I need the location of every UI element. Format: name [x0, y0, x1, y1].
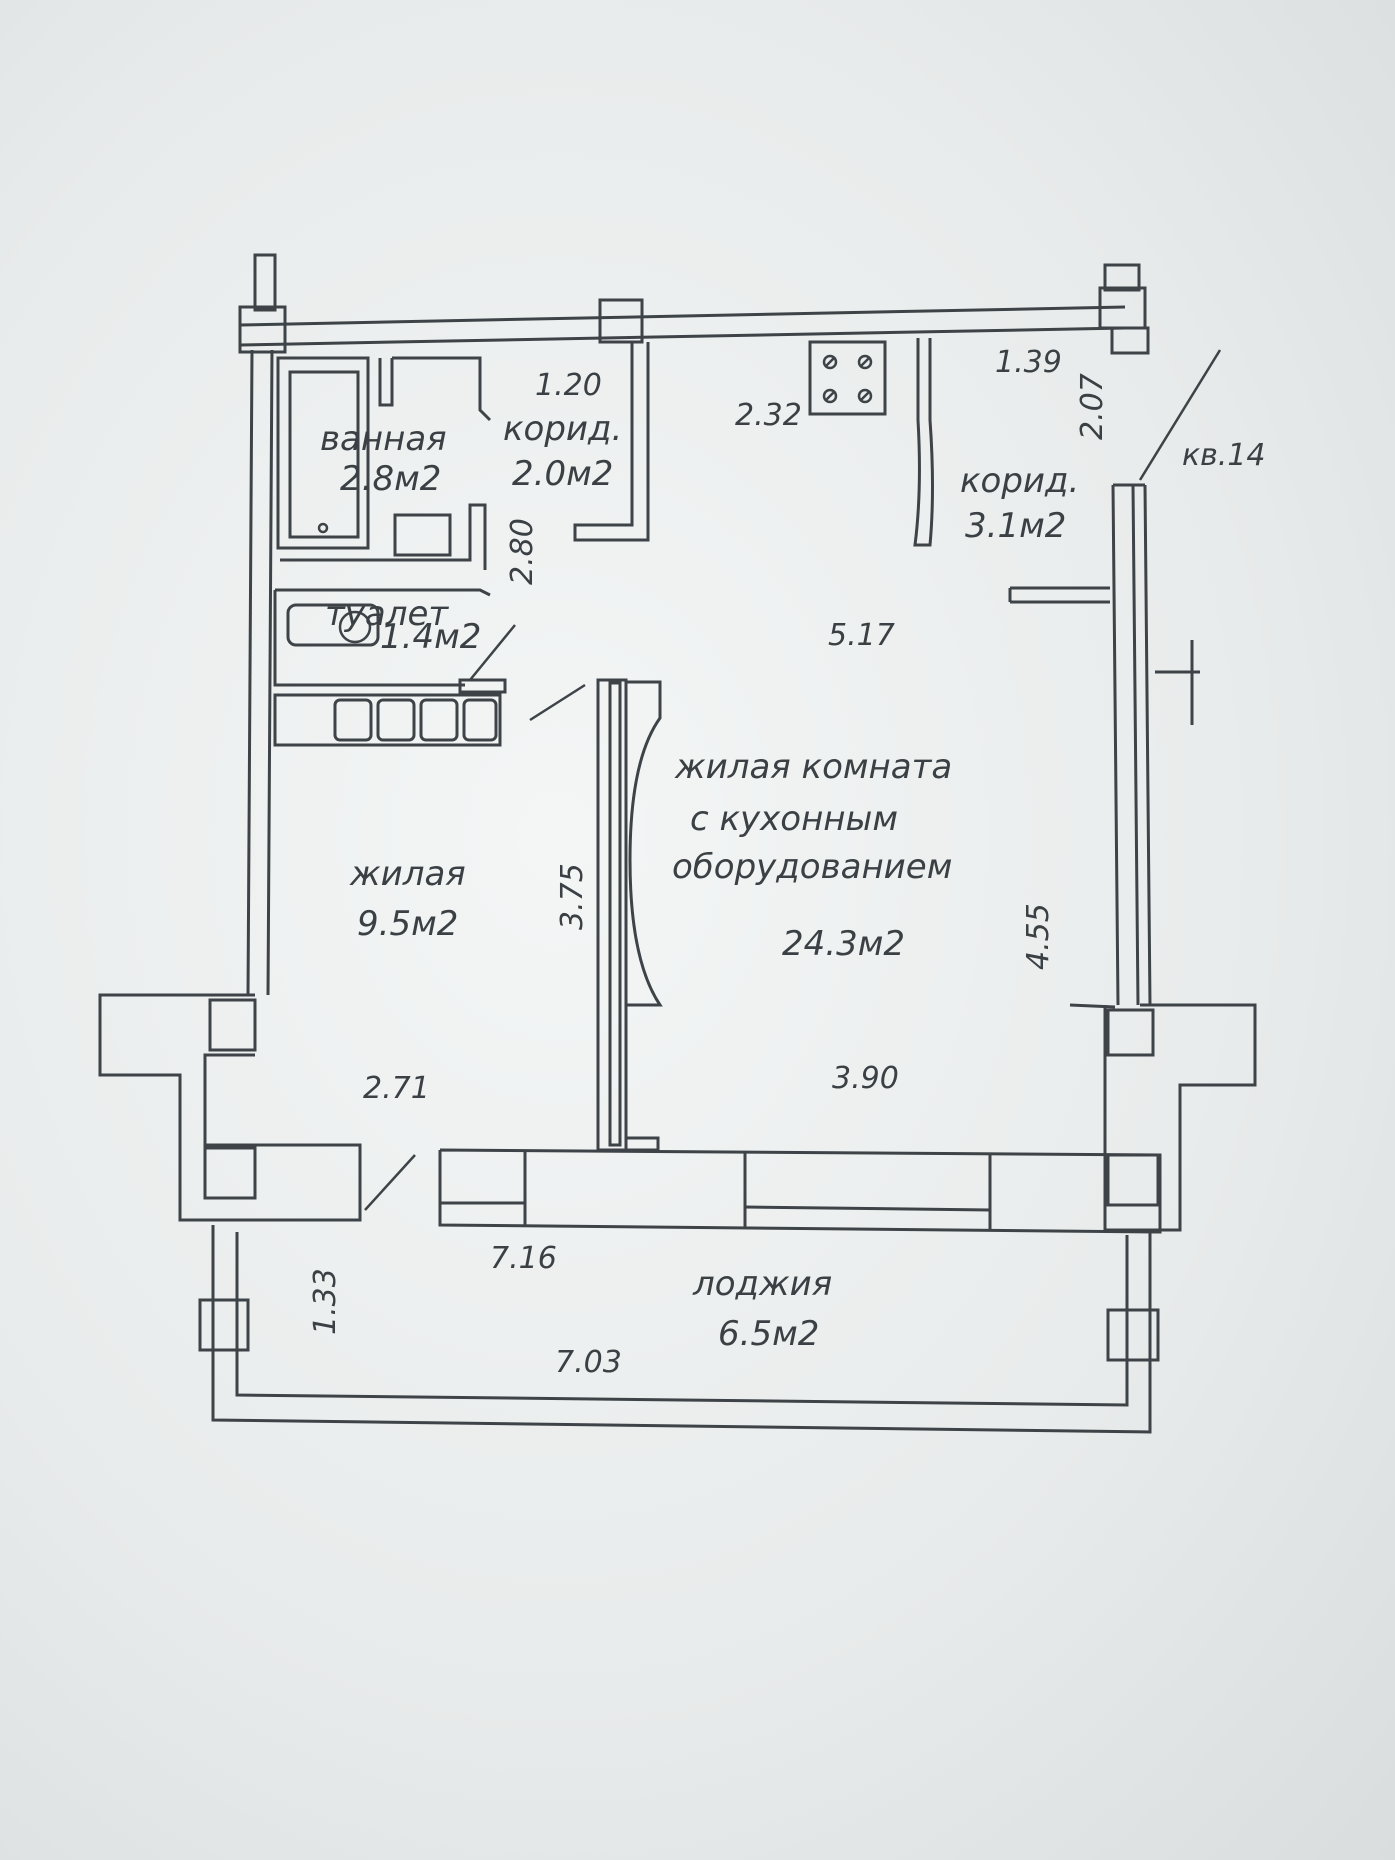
- dim-2-71: 2.71: [363, 1071, 430, 1106]
- living-room-area: 9.5м2: [357, 904, 458, 944]
- dim-3-75: 3.75: [555, 863, 590, 930]
- dim-4-55: 4.55: [1021, 903, 1056, 970]
- dim-5-17: 5.17: [828, 618, 895, 653]
- dim-3-90: 3.90: [832, 1061, 899, 1096]
- toilet-name: туалет: [325, 594, 449, 634]
- corridor-1-name: корид.: [503, 409, 622, 449]
- bathroom: [276, 356, 492, 570]
- main-room-name-line-2: с кухонным: [690, 799, 898, 839]
- dim-1-20: 1.20: [535, 368, 602, 403]
- main-room-name-line-1: жилая комната: [674, 747, 952, 787]
- dim-2-32: 2.32: [735, 398, 802, 433]
- dim-1-33: 1.33: [308, 1268, 343, 1335]
- corridor-2-name: корид.: [960, 461, 1079, 501]
- dim-2-07: 2.07: [1075, 373, 1110, 440]
- main-room-area: 24.3м2: [782, 924, 905, 964]
- loggia-name: лоджия: [692, 1264, 832, 1304]
- top-wall: [238, 253, 1150, 355]
- stove: [808, 340, 887, 416]
- bathroom-area: 2.8м2: [340, 459, 441, 499]
- living-room-name: жилая: [349, 854, 466, 894]
- right-wall: [1069, 349, 1222, 1009]
- toilet: [273, 588, 516, 694]
- bottom-wall: [438, 1148, 1162, 1234]
- right-protrusion: [1103, 1003, 1257, 1232]
- left-wall: [246, 349, 274, 996]
- toilet-area: 1.4м2: [380, 617, 481, 657]
- dim-7-16: 7.16: [490, 1241, 557, 1276]
- main-room-name-line-3: оборудованием: [672, 847, 952, 887]
- loggia-area: 6.5м2: [718, 1314, 819, 1354]
- interior-partition: [596, 678, 663, 1152]
- left-protrusion: [98, 993, 416, 1222]
- shaft-blocks: [273, 683, 586, 747]
- corridor-2-wall: [913, 338, 1110, 604]
- dim-7-03: 7.03: [555, 1345, 622, 1380]
- corridor-1-area: 2.0м2: [512, 454, 613, 494]
- dim-1-39: 1.39: [995, 345, 1062, 380]
- apartment-label: кв.14: [1182, 438, 1266, 473]
- corridor-2-area: 3.1м2: [965, 506, 1066, 546]
- bathroom-name: ванная: [320, 419, 447, 459]
- corridor-1-wall: [573, 342, 650, 542]
- stove-burner-icon: [822, 354, 873, 404]
- dim-2-80: 2.80: [505, 518, 540, 585]
- loggia: [198, 1225, 1160, 1434]
